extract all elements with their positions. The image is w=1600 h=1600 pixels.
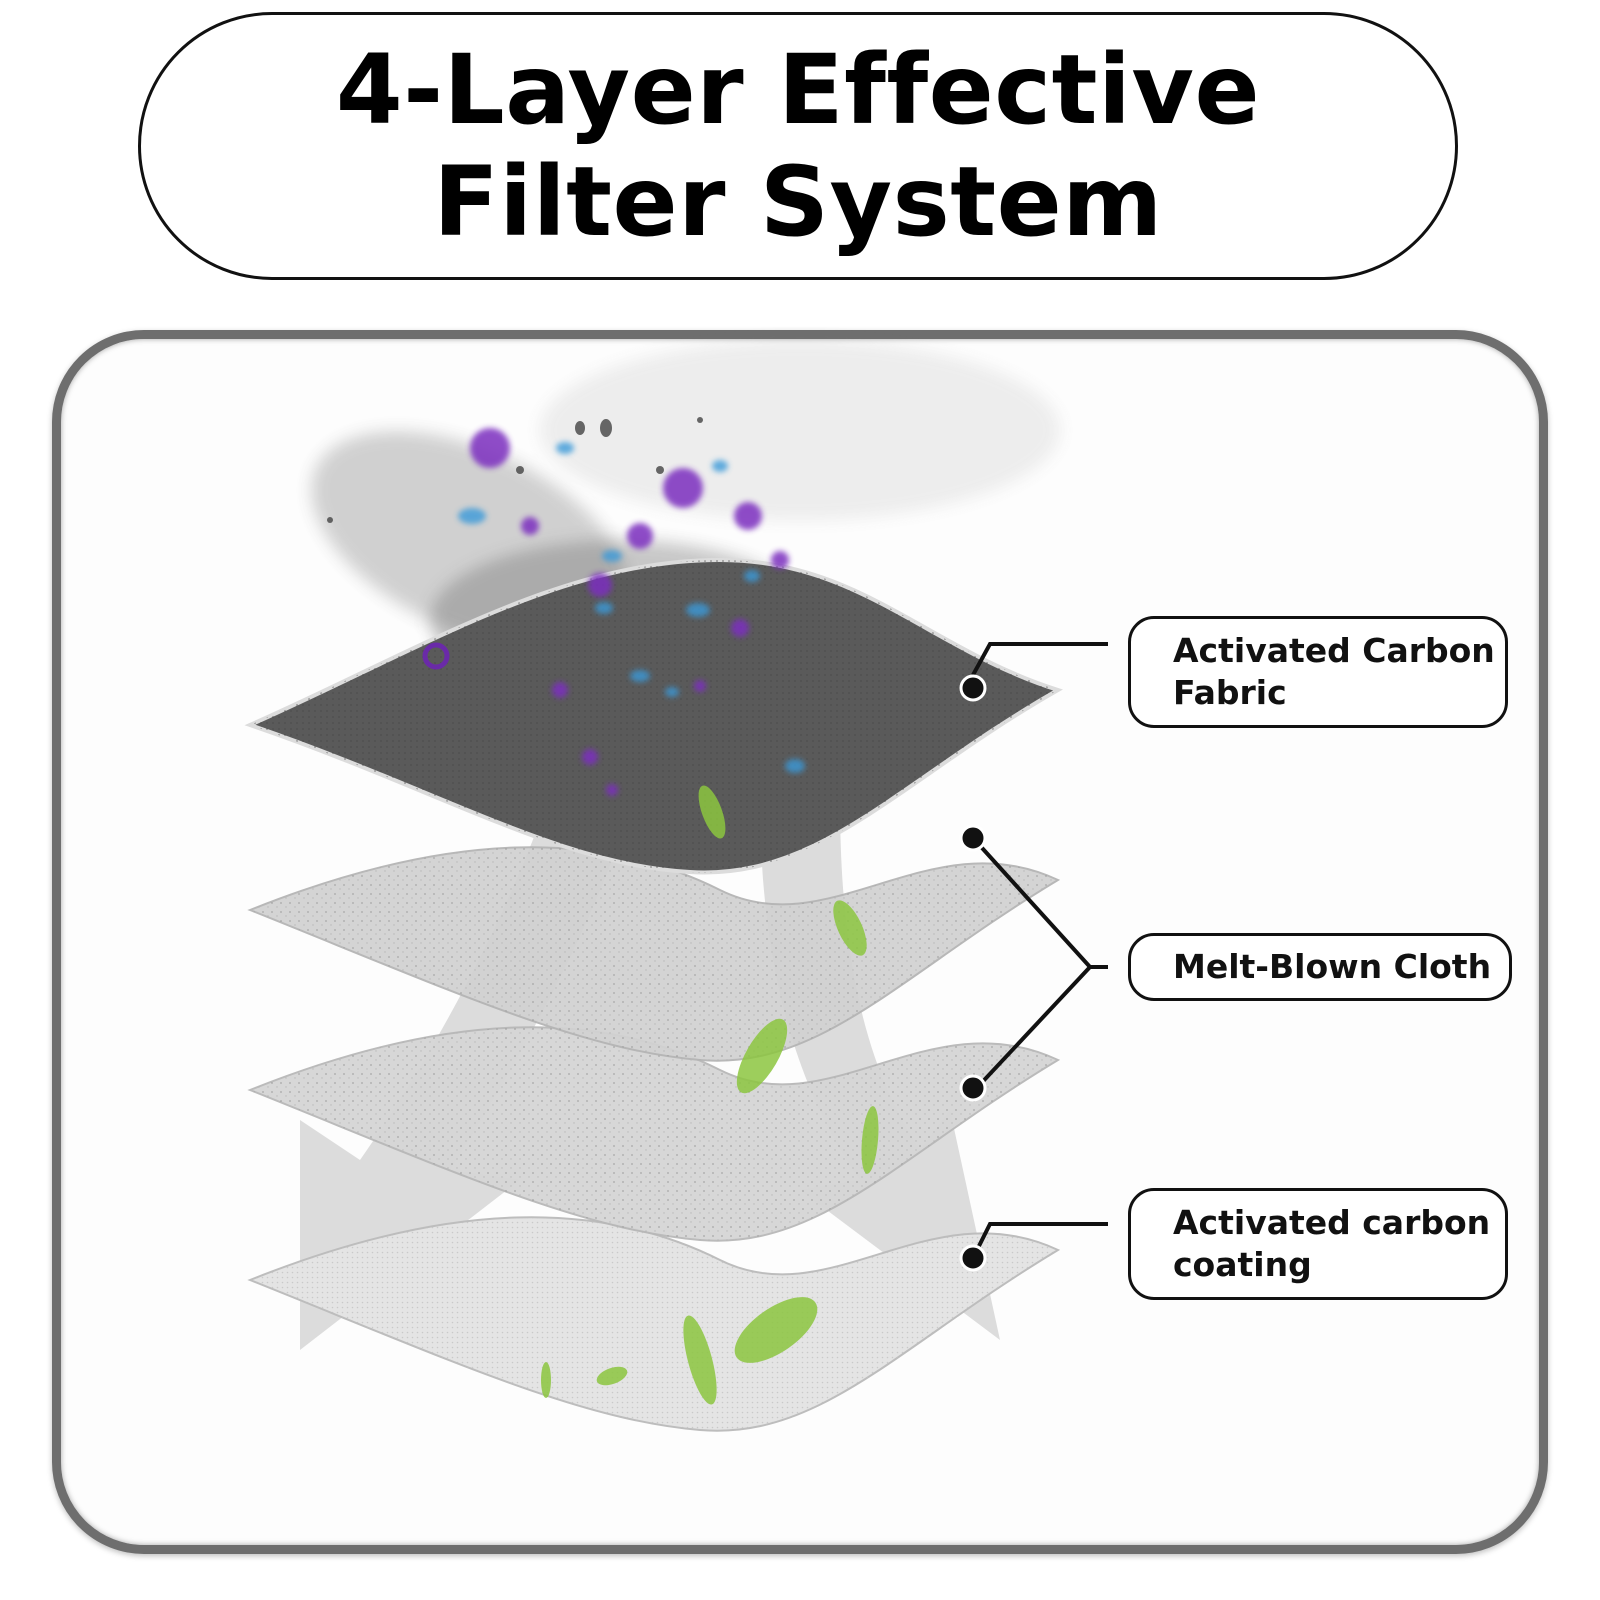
callout-label: Melt-Blown Cloth xyxy=(1173,947,1492,986)
callout-melt-blown-cloth: Melt-Blown Cloth xyxy=(1128,933,1512,1001)
callout-dots xyxy=(959,674,987,1272)
callout-activated-carbon-fabric: Activated Carbon Fabric xyxy=(1128,616,1508,728)
title-banner: 4-Layer Effective Filter System xyxy=(138,12,1458,280)
callout-label: coating xyxy=(1173,1245,1312,1284)
callout-label: Activated carbon xyxy=(1173,1203,1491,1242)
pollutant-particles xyxy=(327,417,805,796)
callout-label: Activated Carbon xyxy=(1173,631,1495,670)
callout-connectors xyxy=(971,642,1108,1259)
title-line-1: 4-Layer Effective xyxy=(335,34,1261,146)
title-line-2: Filter System xyxy=(433,146,1163,258)
clean-air-leaves xyxy=(541,785,879,1405)
callout-activated-carbon-coating: Activated carbon coating xyxy=(1128,1188,1508,1300)
callout-label: Fabric xyxy=(1173,673,1287,712)
